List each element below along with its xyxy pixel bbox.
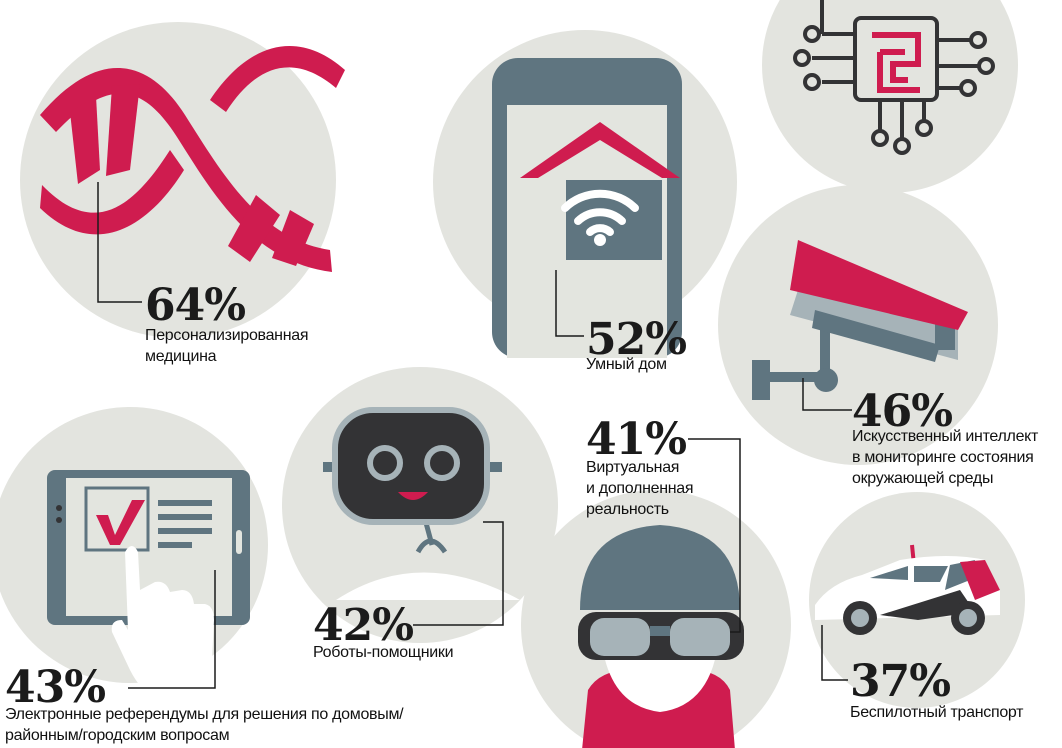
value-ai-environment: 46% xyxy=(852,386,953,437)
vr-headset-icon xyxy=(578,525,744,748)
ai-chip-icon xyxy=(793,0,995,155)
label-ai-environment: Искусственный интеллект в мониторинге со… xyxy=(852,428,1039,487)
robot-icon xyxy=(323,407,520,600)
smart-home-icon xyxy=(492,58,682,358)
leader-car xyxy=(821,625,848,681)
value-e-referendum: 43% xyxy=(5,662,106,713)
leader-robot xyxy=(413,521,504,626)
leader-medicine xyxy=(97,182,142,303)
label-vr-ar: Виртуальная и дополненная реальность xyxy=(586,459,694,518)
value-vr-ar: 41% xyxy=(586,414,687,465)
label-autonomous: Беспилотный транспорт xyxy=(850,704,1024,721)
leader-camera xyxy=(802,378,852,411)
value-robots: 42% xyxy=(313,600,414,651)
leader-lines xyxy=(97,182,852,689)
label-smart-home: Умный дом xyxy=(586,356,667,373)
camera-icon xyxy=(752,240,968,400)
value-smart-home: 52% xyxy=(586,314,687,365)
value-medicine: 64% xyxy=(145,280,246,331)
leader-smart-home xyxy=(555,270,584,337)
leader-vr xyxy=(688,438,741,633)
label-e-referendum: Электронные референдумы для решения по д… xyxy=(5,706,404,744)
dna-icon xyxy=(40,45,345,272)
value-autonomous: 37% xyxy=(850,656,951,707)
label-medicine: Персонализированная медицина xyxy=(145,327,309,365)
car-icon xyxy=(815,544,1000,635)
label-robots: Роботы-помощники xyxy=(313,644,454,661)
circle-medicine xyxy=(20,22,336,338)
leader-tablet xyxy=(128,570,216,689)
tablet-vote-icon xyxy=(47,470,250,705)
